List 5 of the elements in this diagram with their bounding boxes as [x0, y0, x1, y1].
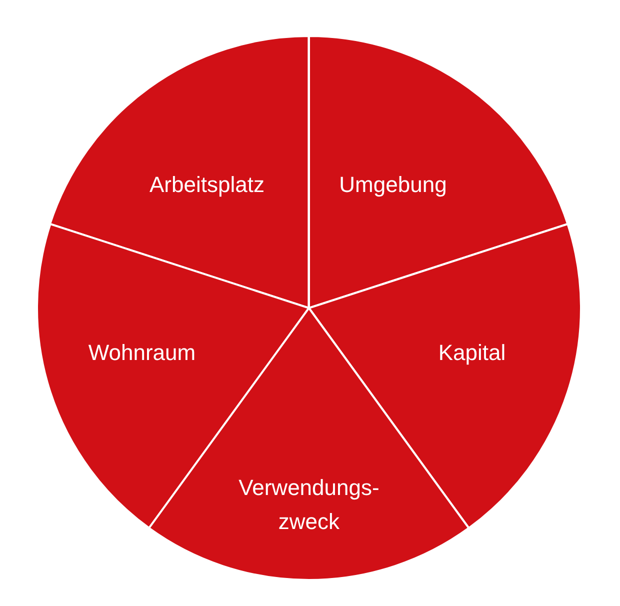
segment-label: Verwendungs- zweck	[238, 474, 380, 536]
segment-label: Arbeitsplatz	[148, 171, 266, 199]
segment-label: Wohnraum	[87, 338, 197, 367]
segment-label: Umgebung	[338, 171, 448, 199]
segment-label: Kapital	[437, 338, 507, 367]
